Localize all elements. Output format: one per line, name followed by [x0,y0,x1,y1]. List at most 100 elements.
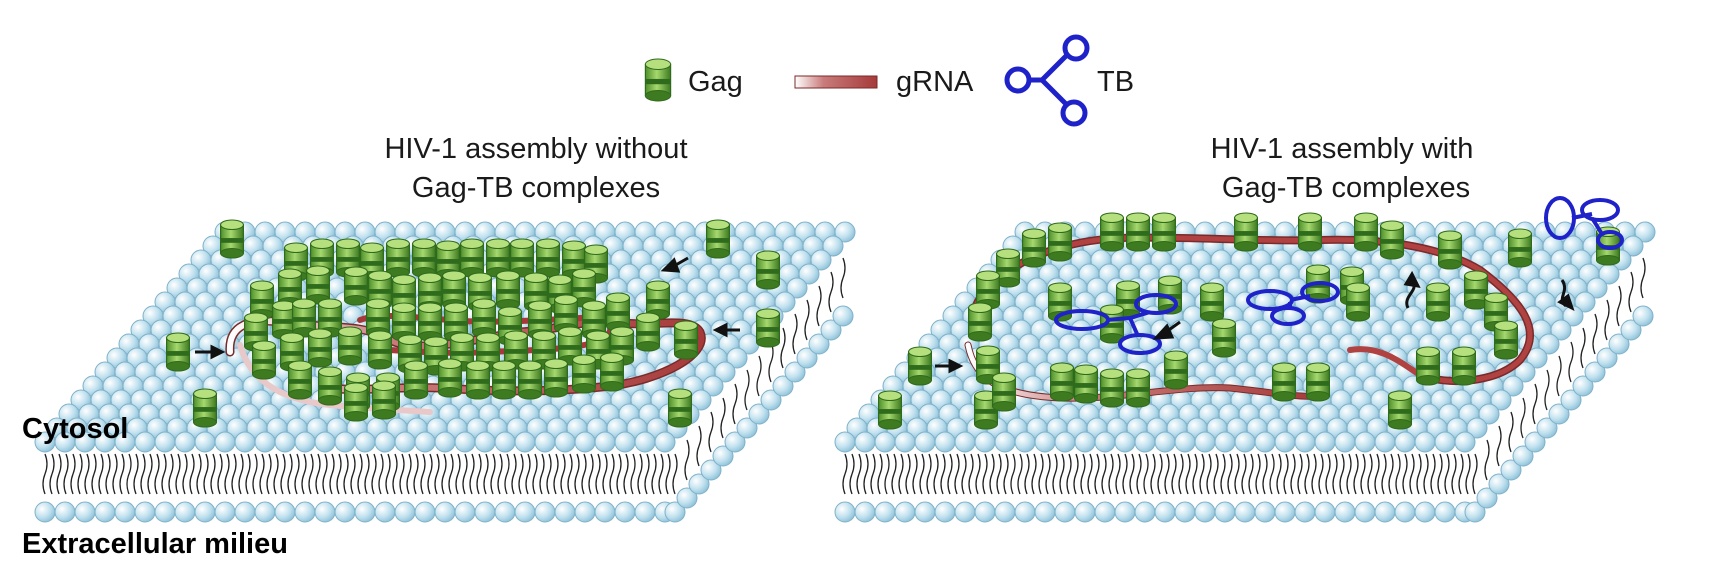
gag-icon [318,366,343,406]
arrow-icon [660,256,689,273]
gag-icon [755,308,780,348]
gag-icon [1271,362,1296,402]
tb-molecule [1246,281,1340,326]
extracellular-label: Extracellular milieu [22,528,288,560]
gag-icon [1163,350,1188,390]
gag-icon [1049,362,1074,402]
gag-icon [306,265,331,305]
gag-icon [492,360,517,400]
gag-icon [1099,368,1124,408]
gag-icon [438,358,463,398]
gag-icon [705,219,730,259]
gag-icon [510,238,535,278]
arrow-icon [712,322,740,338]
gag-icon [244,312,269,352]
gag-icon [599,352,624,392]
gag-icon [1073,364,1098,404]
gag-icon [1415,346,1440,386]
gag-icon [344,382,369,422]
gag-icon [1379,220,1404,260]
gag-icon [1125,212,1150,252]
gag-icon [571,354,596,394]
gag-icon [1425,282,1450,322]
gag-icon [1493,320,1518,360]
lipid-bottom-layer [34,305,854,523]
gag-icon [412,238,437,278]
gag-icon [1151,212,1176,252]
tb-molecules [1054,196,1624,355]
legend: Gag gRNA TB [644,34,1134,127]
gag-icon [645,280,670,320]
gag-icon [252,340,277,380]
legend-gag-label: Gag [688,66,743,98]
gag-icon [995,248,1020,288]
gag-proteins [166,212,1620,430]
gag-icon [517,360,542,400]
panel-left-title-line2: Gag-TB complexes [412,172,660,204]
gag-icon [338,326,363,366]
gag-icon [220,219,245,259]
gag-icon [460,238,485,278]
gag-icon [368,330,393,370]
gag-icon [1297,212,1322,252]
gag-icon [418,302,443,342]
gag-icon [1099,212,1124,252]
gag-legend-icon [644,58,672,102]
panel-right-title-line1: HIV-1 assembly with [1211,133,1474,165]
gag-icon [1437,230,1462,270]
gag-icon [1211,318,1236,358]
tb-molecule [1054,293,1178,355]
gag-icon [975,345,1000,385]
gag-icon [1345,282,1370,322]
gag-icon [1125,368,1150,408]
gag-icon [755,250,780,290]
gag-icon [673,320,698,360]
gag-icon [404,360,429,400]
gag-icon [272,300,297,340]
legend-grna-label: gRNA [896,66,974,98]
gag-icon [543,358,568,398]
arrows [195,256,1575,374]
gag-icon [1463,270,1488,310]
gag-icon [1451,346,1476,386]
gag-icon [973,390,998,430]
arrow-icon [1403,270,1421,309]
gag-icon [1047,222,1072,262]
gag-icon [496,270,521,310]
gag-icon [907,346,932,386]
tb-molecule [1544,196,1624,250]
gag-icon [1507,228,1532,268]
gag-icon [466,360,491,400]
legend-tb-label: TB [1097,66,1134,98]
gag-icon [193,388,218,428]
gag-icon [991,372,1016,412]
gag-icon [667,388,692,428]
arrow-icon [1152,320,1181,340]
gag-icon [344,266,369,306]
gag-icon [535,238,560,278]
gag-icon [372,380,397,420]
gag-icon [288,360,313,400]
gag-icon [308,328,333,368]
arrow-icon [935,358,964,374]
gag-icon [635,312,660,352]
gag-icon [967,302,992,342]
gag-icon [531,330,556,370]
lipid-bottom-layer [834,305,1654,523]
gag-icon [386,238,411,278]
gag-icon [1233,212,1258,252]
grna-legend-icon [794,75,878,89]
membrane-right [834,221,1656,523]
gag-icon [877,390,902,430]
gag-icon [1199,282,1224,322]
gag-icon [1305,362,1330,402]
tb-legend-icon [1004,34,1090,127]
gag-icon [1353,212,1378,252]
cytosol-label: Cytosol [22,413,128,445]
panel-right-title-line2: Gag-TB complexes [1222,172,1470,204]
lipid-tails [842,257,1646,495]
panel-left-title-line1: HIV-1 assembly without [384,133,687,165]
gag-icon [166,332,191,372]
